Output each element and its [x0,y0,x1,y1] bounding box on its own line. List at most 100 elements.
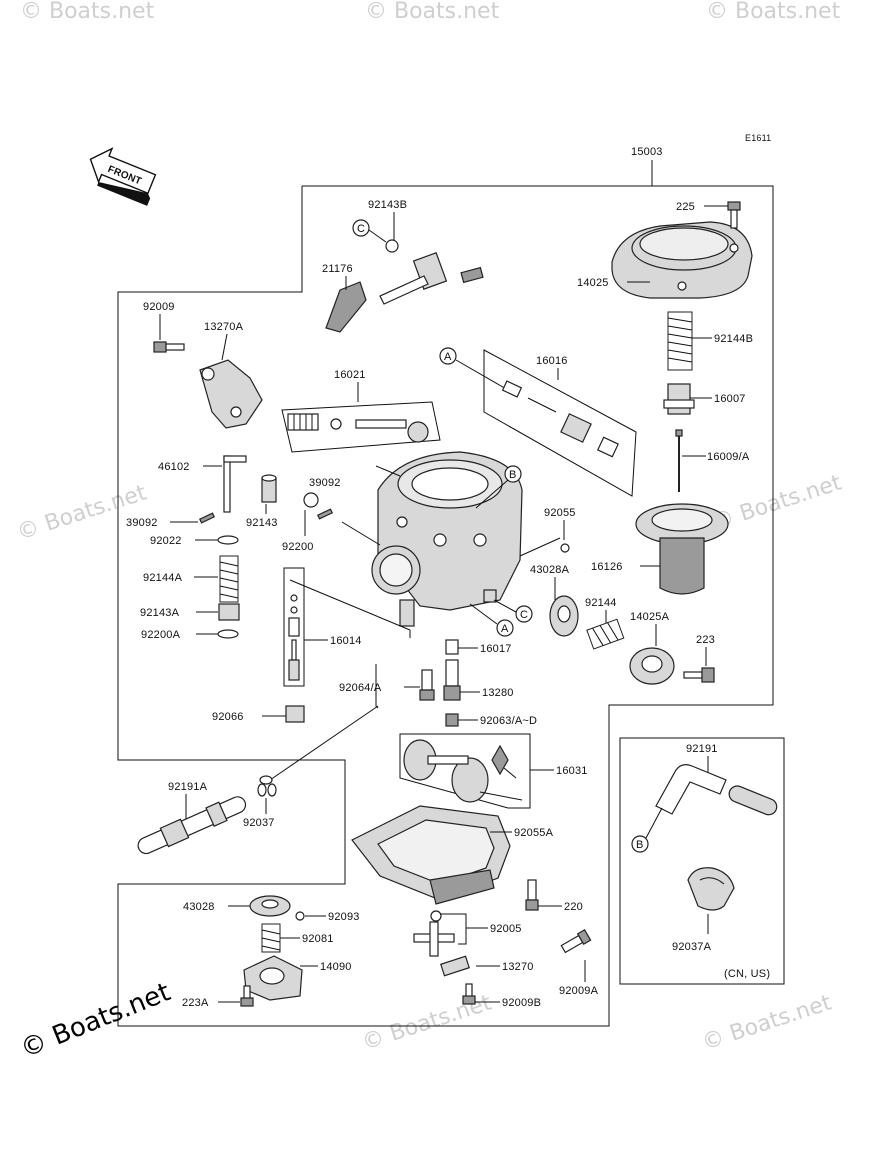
part-label-92064A: 92064/A [339,682,382,694]
watermark: © Boats.net [365,0,500,24]
callout-b-label-2: B [636,839,644,851]
part-label-92093: 92093 [328,911,360,923]
group-box-16014 [283,567,305,687]
enrichener-16016 [501,380,620,458]
screw-92009B [462,983,476,1005]
screw-220 [525,879,539,911]
needle-jet-13280 [443,659,461,701]
pin-39092 [199,512,215,524]
part-label-39092-b: 39092 [309,477,341,489]
screw-92009 [153,341,185,353]
callout-c-icon [352,219,370,237]
region-inset-box [619,737,785,985]
washer-92143B [385,239,399,253]
callout-a-icon [439,347,457,365]
carb-top-cover [611,221,753,299]
group-box-16021 [281,401,441,453]
screw-set-16014 [288,594,300,681]
spring-92144A [219,555,239,603]
washer-92200 [303,492,319,508]
washer-92200A [217,629,239,639]
part-label-46102: 46102 [158,461,190,473]
oring-92055 [560,543,570,553]
watermark: © Boats.net [20,0,155,24]
cover-14090 [243,955,303,1001]
part-label-92191A: 92191A [168,781,208,793]
part-label-92005: 92005 [490,923,522,935]
vacuum-piston-16126 [635,503,729,595]
callout-c-label: C [357,223,365,235]
part-label-92081: 92081 [302,933,334,945]
spring-92144B [667,311,693,371]
part-label-223: 223 [696,634,715,646]
part-label-13270: 13270 [502,961,534,973]
oring-92005 [430,910,442,922]
part-label-92200A: 92200A [141,629,181,641]
shaft-46102 [223,455,247,513]
callout-b-label: B [509,469,517,481]
part-label-92037A: 92037A [672,941,712,953]
part-label-92144A: 92144A [143,572,183,584]
watermark: © Boats.net [699,990,835,1055]
callout-a-label: A [444,351,452,363]
callout-b-icon-2 [631,835,649,853]
screw-223 [683,667,715,683]
part-label-16014: 16014 [330,635,362,647]
cap-92066 [285,705,305,723]
part-label-220: 220 [564,901,583,913]
part-label-43028: 43028 [183,901,215,913]
watermark: © Boats.net [706,0,841,24]
part-label-92143A: 92143A [140,607,180,619]
float-bowl [351,805,511,905]
part-label-16016: 16016 [536,355,568,367]
choke-plunger-21176 [325,252,484,333]
pilot-screw-16021 [287,413,429,443]
part-label-16009A: 16009/A [707,451,750,463]
part-label-223A: 223A [182,997,209,1009]
region-note: (CN, US) [724,968,770,980]
part-label-43028A: 43028A [530,564,570,576]
spring-92144 [586,618,625,650]
part-label-92009: 92009 [143,301,175,313]
part-label-92009A: 92009A [559,985,599,997]
needle-holder-16007 [663,383,695,415]
cap-92143 [261,474,277,503]
clip-92037A [687,867,735,911]
cover-14025A [629,647,675,685]
pin-39092-b [317,508,333,520]
part-label-225: 225 [676,201,695,213]
callout-a-label-2: A [501,623,509,635]
part-label-92066: 92066 [212,711,244,723]
watermark: © Boats.net [709,470,845,535]
part-label-14090: 14090 [320,961,352,973]
part-label-92009B: 92009B [502,997,541,1009]
part-label-16007: 16007 [714,393,746,405]
part-label-16017: 16017 [480,643,512,655]
spring-92081 [261,923,281,953]
carburetor-body [371,451,523,627]
part-label-92063AD: 92063/A~D [480,715,537,727]
front-arrow-icon: FRONT [89,147,157,206]
part-label-13280: 13280 [482,687,514,699]
watermark: © Boats.net [14,480,150,545]
screw-92009A [560,928,592,954]
callout-b-icon [504,465,522,483]
part-label-39092-a: 39092 [126,517,158,529]
part-label-92143B: 92143B [368,199,407,211]
assembly-boundary [117,185,774,1027]
part-label-14025A: 14025A [630,611,670,623]
part-label-92022: 92022 [150,535,182,547]
part-label-13270A: 13270A [204,321,244,333]
diagram-code: E1611 [745,133,771,143]
clip-92037 [257,775,277,797]
float-16031 [403,739,523,803]
diaphragm-43028A [549,595,579,637]
part-label-92144B: 92144B [714,333,753,345]
diaphragm-43028 [249,895,291,917]
pilot-jet-92064 [419,669,435,701]
callout-a-icon-2 [496,619,514,637]
main-jet-92063 [445,713,459,727]
part-label-92143: 92143 [246,517,278,529]
throttle-bracket-13270A [199,359,263,429]
